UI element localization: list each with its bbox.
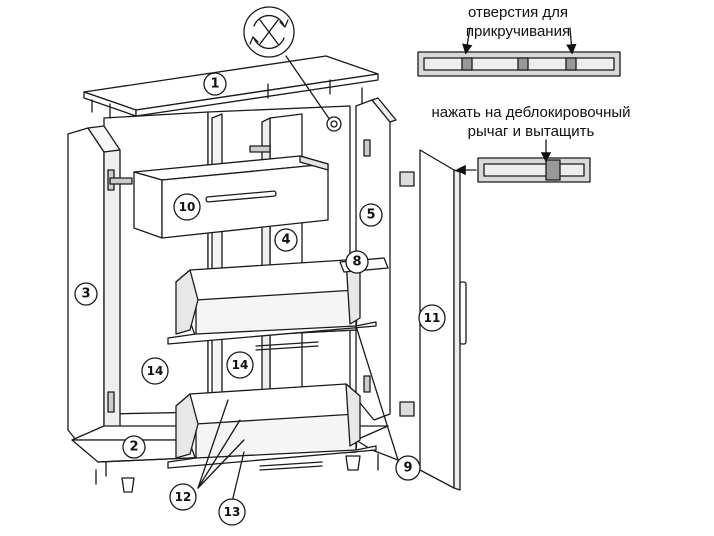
callout-13: 13 [218, 498, 246, 526]
top-panel [83, 55, 379, 119]
callout-10-label: 10 [179, 200, 196, 214]
leader-lines [197, 325, 399, 503]
zoom-circle-icon [326, 116, 342, 132]
callout-14a-label: 14 [147, 364, 164, 378]
feet [95, 453, 379, 493]
callout-2: 2 [122, 435, 146, 459]
callout-1-label: 1 [210, 77, 219, 92]
rail-screw-holes [417, 27, 621, 77]
caption-screw-holes-line1: отверстия для [467, 4, 569, 21]
callout-10: 10 [173, 193, 201, 221]
drawer [109, 145, 329, 239]
callout-9: 9 [395, 455, 421, 481]
callout-3-label: 3 [81, 287, 90, 302]
callout-4: 4 [274, 228, 298, 252]
callout-8-label: 8 [352, 255, 361, 270]
rail-release-lever [455, 139, 591, 183]
callout-11: 11 [418, 304, 446, 332]
callout-9-label: 9 [403, 461, 412, 476]
callout-14b-label: 14 [232, 358, 249, 372]
callout-1: 1 [203, 72, 227, 96]
callout-13-label: 13 [224, 505, 241, 519]
callout-8: 8 [345, 250, 369, 274]
callout-3: 3 [74, 282, 98, 306]
callout-5: 5 [359, 203, 383, 227]
caption-release-lever: нажать на деблокировочный рычаг и вытащи… [404, 103, 658, 141]
callout-14a: 14 [141, 357, 169, 385]
caption-screw-holes: отверстия для прикручивания [438, 3, 598, 41]
rotate-arrows-icon [243, 6, 331, 121]
caption-release-line2: рычаг и вытащить [467, 123, 595, 140]
callout-4-label: 4 [281, 233, 290, 248]
callout-11-label: 11 [424, 311, 441, 325]
callout-5-label: 5 [366, 208, 375, 223]
callout-12: 12 [169, 483, 197, 511]
caption-release-line1: нажать на деблокировочный [431, 104, 631, 121]
callout-14b: 14 [226, 351, 254, 379]
callout-12-label: 12 [175, 490, 192, 504]
shoe-rack-lower [167, 383, 377, 471]
caption-screw-holes-line2: прикручивания [465, 23, 571, 40]
callout-2-label: 2 [129, 440, 138, 455]
shoe-rack-upper [167, 257, 389, 351]
